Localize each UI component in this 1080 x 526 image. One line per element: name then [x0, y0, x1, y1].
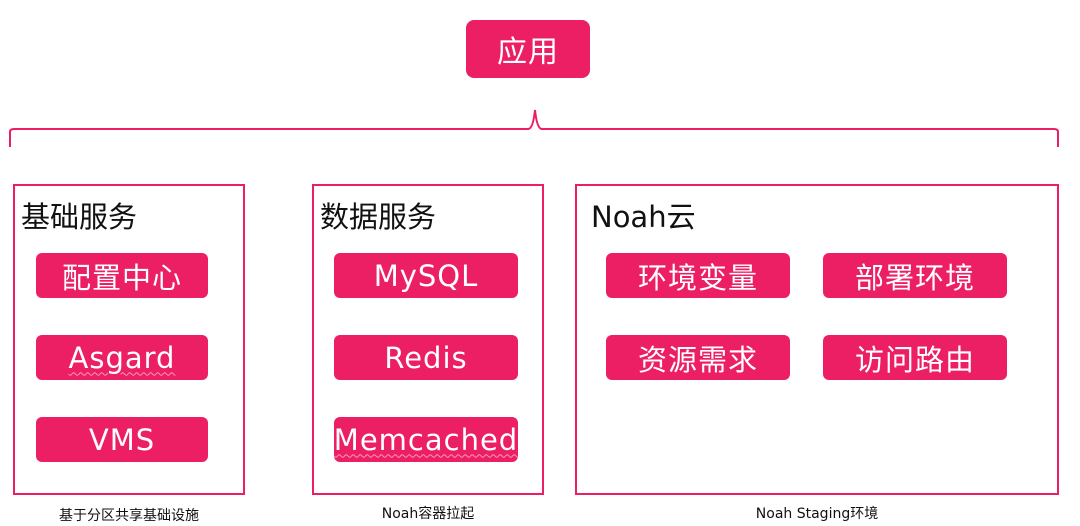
panel-title-data-services: 数据服务	[320, 200, 437, 234]
app-node: 应用	[466, 20, 590, 78]
item-resource-requirements: 资源需求	[606, 335, 790, 380]
item-asgard: Asgard	[36, 335, 208, 380]
caption-noah-cloud: Noah Staging环境	[755, 506, 879, 522]
item-deploy-env: 部署环境	[823, 253, 1007, 298]
item-redis: Redis	[334, 335, 518, 380]
item-config-center: 配置中心	[36, 253, 208, 298]
caption-data-services: Noah容器拉起	[381, 506, 475, 522]
item-access-routing: 访问路由	[823, 335, 1007, 380]
caption-basic-services: 基于分区共享基础设施	[59, 508, 199, 524]
item-asgard-label: Asgard	[68, 340, 176, 375]
item-memcached-label: Memcached	[333, 422, 519, 457]
item-env-variables: 环境变量	[606, 253, 790, 298]
panel-basic-services: 基础服务	[13, 184, 245, 495]
item-mysql: MySQL	[334, 253, 518, 298]
panel-title-basic-services: 基础服务	[21, 200, 138, 234]
panel-data-services: 数据服务	[312, 184, 544, 495]
panel-title-noah-cloud: Noah云	[591, 200, 696, 234]
item-vms: VMS	[36, 417, 208, 462]
item-memcached: Memcached	[334, 417, 518, 462]
panel-noah-cloud: Noah云	[575, 184, 1059, 495]
